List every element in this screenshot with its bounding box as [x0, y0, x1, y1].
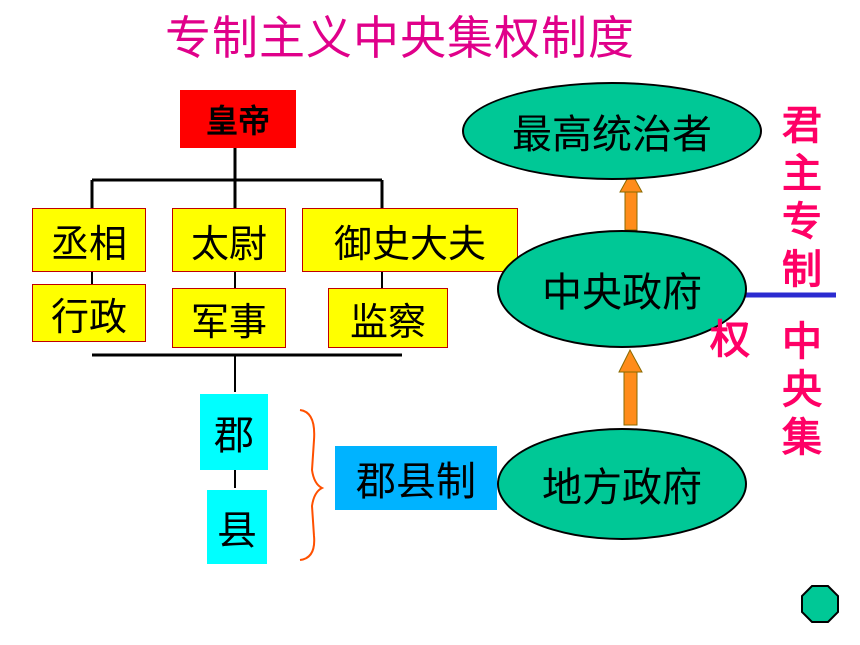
- duty-box-military: 军事: [172, 288, 286, 348]
- side-label-centralization-last: 权: [710, 317, 750, 363]
- duty-box-administration: 行政: [32, 284, 146, 342]
- official-box-chancellor: 丞相: [32, 208, 146, 272]
- duty-box-supervision: 监察: [328, 288, 448, 348]
- page-title: 专制主义中央集权制度: [165, 11, 635, 65]
- side-label-centralization-first: 中央集: [782, 319, 822, 461]
- local-box-commandery: 郡: [200, 394, 268, 470]
- nav-octagon-icon: [801, 585, 839, 623]
- arrow-up-icon-top: [619, 170, 643, 231]
- arrow-up-icon-bottom: [618, 348, 643, 426]
- system-box-commandery-county: 郡县制: [335, 446, 497, 510]
- ellipse-local-government: 地方政府: [497, 428, 747, 540]
- local-box-county: 县: [207, 490, 267, 564]
- side-label-monarchy: 君主专制: [782, 103, 822, 293]
- ellipse-central-government: 中央政府: [497, 230, 747, 348]
- official-box-commandant: 太尉: [172, 208, 286, 272]
- side-label-centralization: 中央集: [776, 318, 828, 468]
- ellipse-supreme-ruler: 最高统治者: [462, 82, 762, 180]
- official-box-censor: 御史大夫: [302, 208, 518, 272]
- emperor-box: 皇帝: [180, 90, 296, 148]
